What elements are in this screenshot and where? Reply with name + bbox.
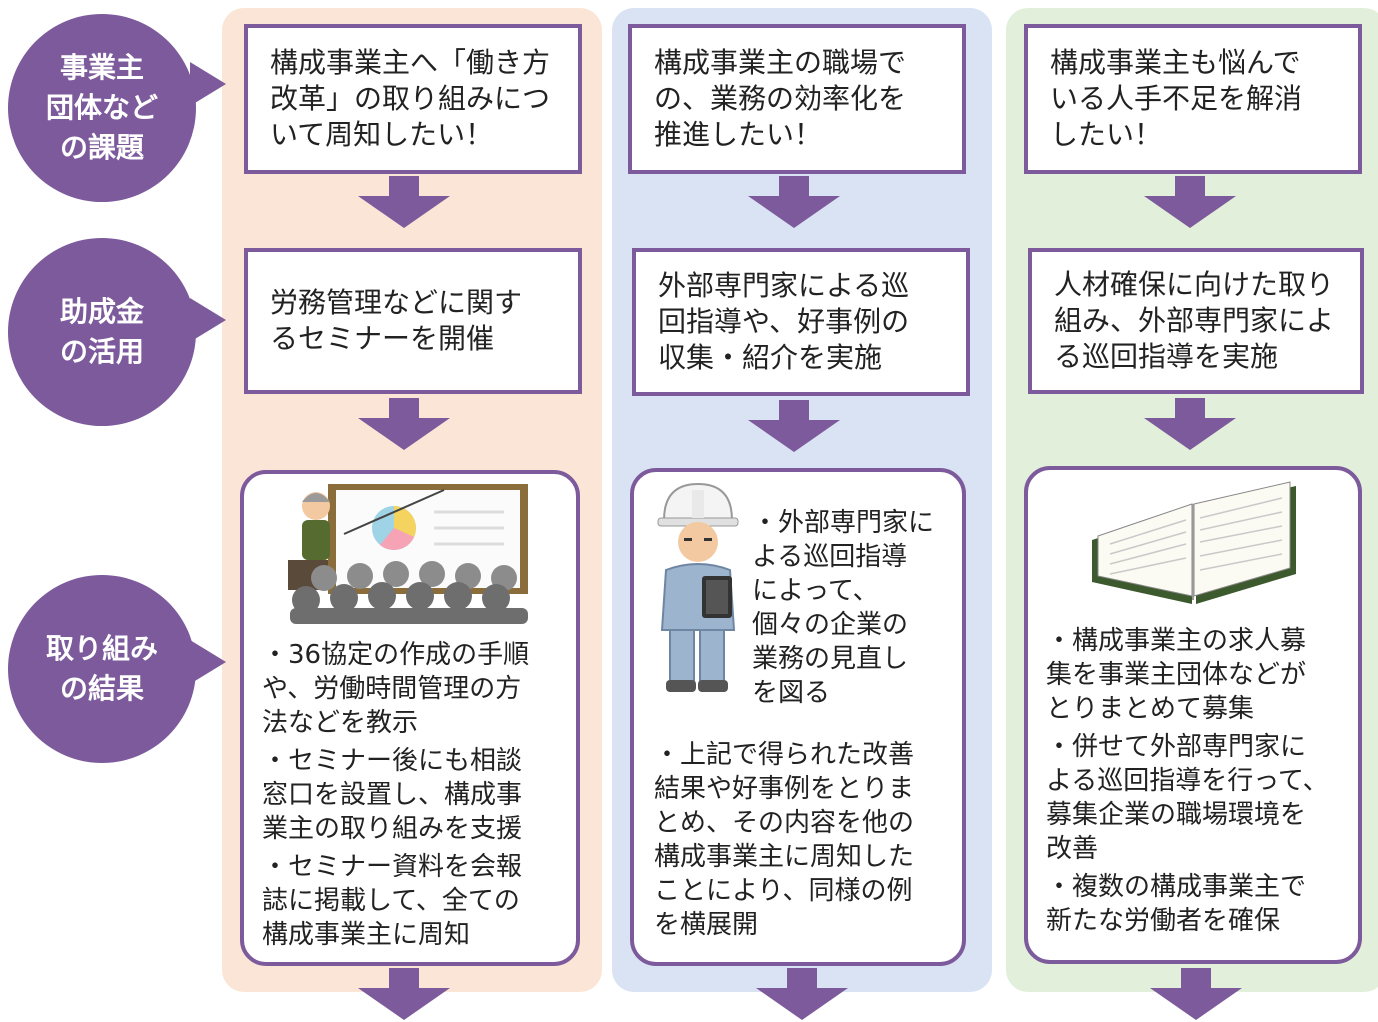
bubble-pointer	[190, 298, 226, 342]
down-arrow-icon	[756, 968, 848, 1022]
down-arrow-icon	[358, 398, 450, 452]
down-arrow-icon	[358, 968, 450, 1022]
result-item: ・上記で得られた改善 結果や好事例をとりま とめ、その内容を他の 構成事業主に周…	[654, 740, 915, 940]
down-arrow-icon	[748, 400, 840, 454]
row-label-issues: 事業主 団体など の課題	[8, 14, 196, 202]
bubble-pointer	[190, 62, 226, 106]
issue-box-1: 構成事業主へ「働き方 改革」の取り組みにつ いて周知したい！	[244, 24, 582, 174]
down-arrow-icon	[748, 176, 840, 230]
action-box-2: 外部専門家による巡 回指導や、好事例の 収集・紹介を実施	[632, 248, 970, 396]
result-item: ・セミナー後にも相談 窓口を設置し、構成事 業主の取り組みを支援	[262, 746, 523, 844]
row-label-subsidy: 助成金 の活用	[8, 238, 196, 426]
down-arrow-icon	[1144, 176, 1236, 230]
down-arrow-icon	[1150, 968, 1242, 1022]
result-item: ・複数の構成事業主で 新たな労働者を確保	[1046, 872, 1307, 936]
down-arrow-icon	[1144, 398, 1236, 452]
result-list-1: ・36協定の作成の手順 や、労働時間管理の方 法などを教示 ・セミナー後にも相談…	[262, 638, 570, 956]
issue-box-3: 構成事業主も悩んで いる人手不足を解消 したい！	[1024, 24, 1362, 174]
issue-box-2: 構成事業主の職場で の、業務の効率化を 推進したい！	[628, 24, 966, 174]
action-box-3: 人材確保に向けた取り 組み、外部専門家によ る巡回指導を実施	[1028, 248, 1364, 394]
construction-worker-illustration	[657, 482, 739, 692]
result-item: ・併せて外部専門家に よる巡回指導を行って、 募集企業の職場環境を 改善	[1046, 732, 1329, 864]
row-label-results: 取り組み の結果	[8, 575, 196, 763]
result-item: ・36協定の作成の手順 や、労働時間管理の方 法などを教示	[262, 640, 530, 738]
bubble-pointer	[190, 640, 226, 684]
result-list-2b: ・上記で得られた改善 結果や好事例をとりま とめ、その内容を他の 構成事業主に周…	[654, 738, 958, 946]
seminar-illustration	[288, 484, 528, 624]
result-item: ・外部専門家に よる巡回指導 によって、 個々の企業の 業務の見直し を図る	[752, 508, 935, 708]
result-list-2a: ・外部専門家に よる巡回指導 によって、 個々の企業の 業務の見直し を図る	[752, 506, 952, 714]
down-arrow-icon	[358, 176, 450, 230]
open-notebook-illustration	[1092, 481, 1296, 604]
result-item: ・セミナー資料を会報 誌に掲載して、全ての 構成事業主に周知	[262, 852, 523, 950]
result-list-3: ・構成事業主の求人募 集を事業主団体などが とりまとめて募集 ・併せて外部専門家…	[1046, 624, 1358, 942]
result-item: ・構成事業主の求人募 集を事業主団体などが とりまとめて募集	[1046, 626, 1307, 724]
action-box-1: 労務管理などに関す るセミナーを開催	[244, 248, 582, 394]
